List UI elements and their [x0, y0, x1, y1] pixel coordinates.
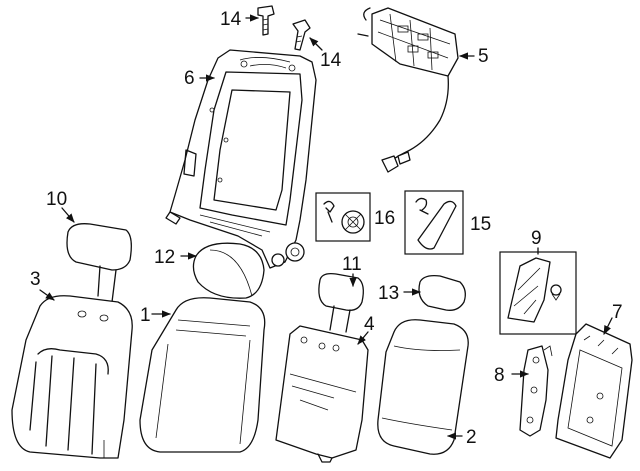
callout-9: 9: [531, 228, 542, 249]
lumbar-support-part-5: [357, 7, 459, 173]
seatback-frame-part-6: [165, 49, 317, 269]
callout-8: 8: [494, 365, 505, 386]
pad-part-13: [418, 274, 466, 311]
headrest-part-10: [66, 223, 132, 303]
callout-labels: 14 14 5 6 10 16 15 9 12 11 3 13 1 7 4 8 …: [30, 9, 623, 448]
part-15-box: [404, 190, 464, 255]
callout-14-b: 14: [320, 50, 342, 71]
side-pad-part-12: [192, 242, 265, 299]
part-16-box: [315, 192, 371, 242]
callout-13: 13: [378, 283, 399, 304]
seat-cushion-part-2: [377, 319, 469, 455]
callout-11: 11: [342, 254, 362, 275]
callout-6: 6: [184, 68, 195, 89]
side-shield-part-7: [555, 323, 633, 459]
part-9-box: [499, 251, 577, 335]
callout-1: 1: [140, 305, 151, 326]
callout-4: 4: [364, 314, 375, 335]
callout-3: 3: [30, 269, 41, 290]
back-panel-part-4: [275, 325, 369, 463]
callout-10: 10: [46, 189, 67, 210]
callout-14-a: 14: [220, 9, 242, 30]
seatback-pad-part-1: [139, 297, 266, 453]
headrest-part-11: [318, 272, 364, 333]
bracket-part-8: [519, 345, 553, 437]
callout-12: 12: [154, 247, 175, 268]
leader-lines: [39, 14, 613, 440]
callout-15: 15: [470, 214, 491, 235]
callout-2: 2: [466, 427, 477, 448]
seatback-cover-part-3: [11, 295, 133, 459]
bolt-part-14a: [257, 5, 275, 36]
callout-7: 7: [612, 302, 623, 323]
callout-16: 16: [374, 208, 395, 229]
bolt-part-14b: [292, 19, 311, 51]
callout-5: 5: [478, 46, 489, 67]
